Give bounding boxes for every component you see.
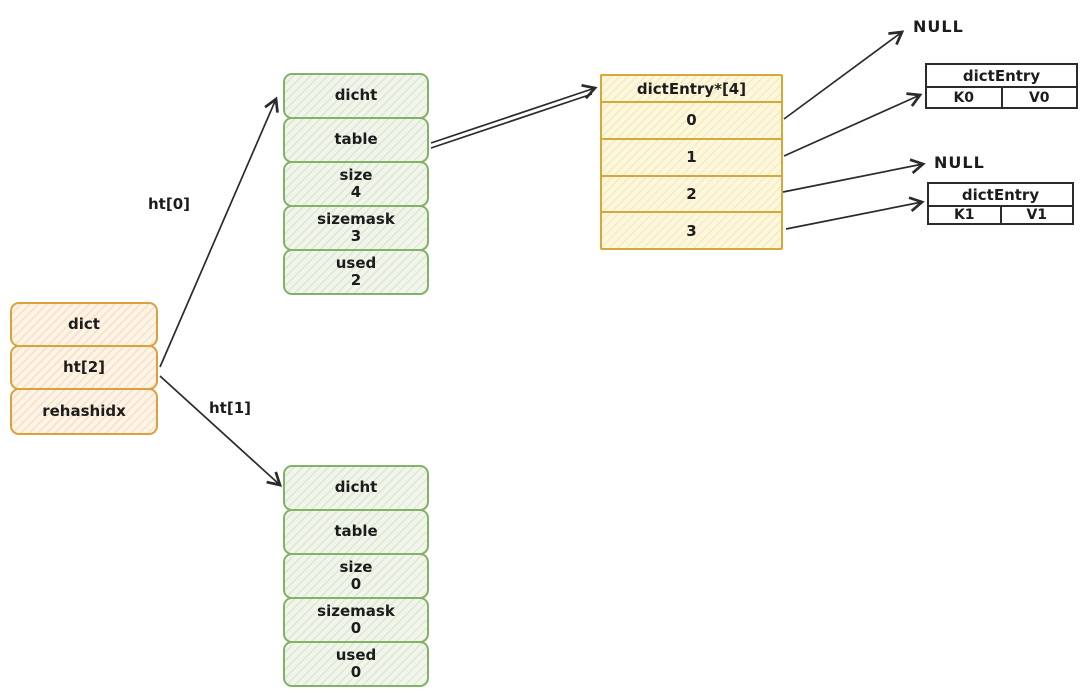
dict-label: dict: [68, 314, 100, 333]
entry1-key-cell: K1: [929, 207, 1002, 223]
dict-box-row-ht2: ht[2]: [10, 345, 158, 390]
ht1-row-table: table: [283, 509, 429, 555]
arrow-ht1: [159, 375, 283, 487]
null-label-bottom: NULL: [934, 153, 985, 172]
hashtable1-box: dicht table size 0 sizemask 0 used 0: [283, 465, 429, 687]
ht1-used-label: used: [335, 645, 377, 664]
ht0-size-value: 4: [350, 183, 362, 201]
dict-entry-table-1: dictEntry K1 V1: [927, 182, 1074, 225]
bucket-slot-2: 2: [602, 174, 781, 212]
arrow-table-to-array-b: [430, 93, 593, 149]
ht0-row-used: used 2: [283, 249, 429, 295]
ht2-label: ht[2]: [63, 357, 105, 376]
ht0-size-label: size: [339, 165, 373, 184]
entry1-cells: K1 V1: [929, 207, 1072, 223]
arrow-ht0: [159, 96, 279, 368]
arrow-table-to-array-a: [430, 84, 598, 144]
ht0-used-label: used: [335, 253, 377, 272]
entry0-key-cell: K0: [927, 88, 1003, 107]
ht0-row-sizemask: sizemask 3: [283, 205, 429, 251]
dict-box-row-rehashidx: rehashidx: [10, 388, 158, 435]
ht1-row-dicht: dicht: [283, 465, 429, 511]
ht1-row-used: used 0: [283, 641, 429, 687]
bucket-slot-3: 3: [602, 211, 781, 248]
ht0-sizemask-value: 3: [350, 227, 362, 245]
ht0-table-label: table: [334, 130, 378, 149]
edge-label-ht0: ht[0]: [148, 195, 190, 213]
entry0-value-cell: V0: [1028, 89, 1050, 106]
arrow-slot2-null: [782, 158, 926, 193]
bucket-slot-0: 0: [602, 101, 781, 138]
ht1-row-size: size 0: [283, 553, 429, 599]
arrow-slot0-null: [783, 30, 905, 120]
ht1-row-sizemask: sizemask 0: [283, 597, 429, 643]
entry1-header: dictEntry: [929, 184, 1072, 207]
hashtable0-box: dicht table size 4 sizemask 3 used 2: [283, 73, 429, 295]
edge-label-ht1: ht[1]: [209, 399, 251, 417]
rehashidx-label: rehashidx: [42, 401, 126, 420]
arrow-slot3-entry1: [785, 196, 925, 230]
dict-entry-table-0: dictEntry K0 V0: [925, 63, 1078, 109]
ht0-sizemask-label: sizemask: [317, 209, 395, 228]
dict-box: dict ht[2] rehashidx: [10, 302, 158, 435]
ht1-size-value: 0: [350, 575, 362, 593]
entry1-value-cell: V1: [1026, 207, 1048, 223]
ht0-row-size: size 4: [283, 161, 429, 207]
ht1-size-label: size: [339, 557, 373, 576]
ht1-sizemask-value: 0: [350, 619, 362, 637]
null-label-top: NULL: [913, 17, 964, 36]
ht0-row-dicht: dicht: [283, 73, 429, 119]
bucket-array-box: dictEntry*[4] 0 1 2 3: [600, 74, 783, 250]
ht1-dicht-label: dicht: [334, 478, 378, 497]
entry0-cells: K0 V0: [927, 88, 1076, 107]
ht1-table-label: table: [334, 522, 378, 541]
ht0-dicht-label: dicht: [334, 86, 378, 105]
ht1-sizemask-label: sizemask: [317, 601, 395, 620]
dict-box-row-dict: dict: [10, 302, 158, 347]
bucket-array-header: dictEntry*[4]: [636, 79, 747, 98]
ht0-row-table: table: [283, 117, 429, 163]
bucket-slot-1: 1: [602, 137, 781, 175]
arrow-slot1-entry0: [783, 92, 923, 157]
ht0-used-value: 2: [350, 271, 362, 289]
entry0-header: dictEntry: [927, 65, 1076, 88]
ht1-used-value: 0: [350, 663, 362, 681]
